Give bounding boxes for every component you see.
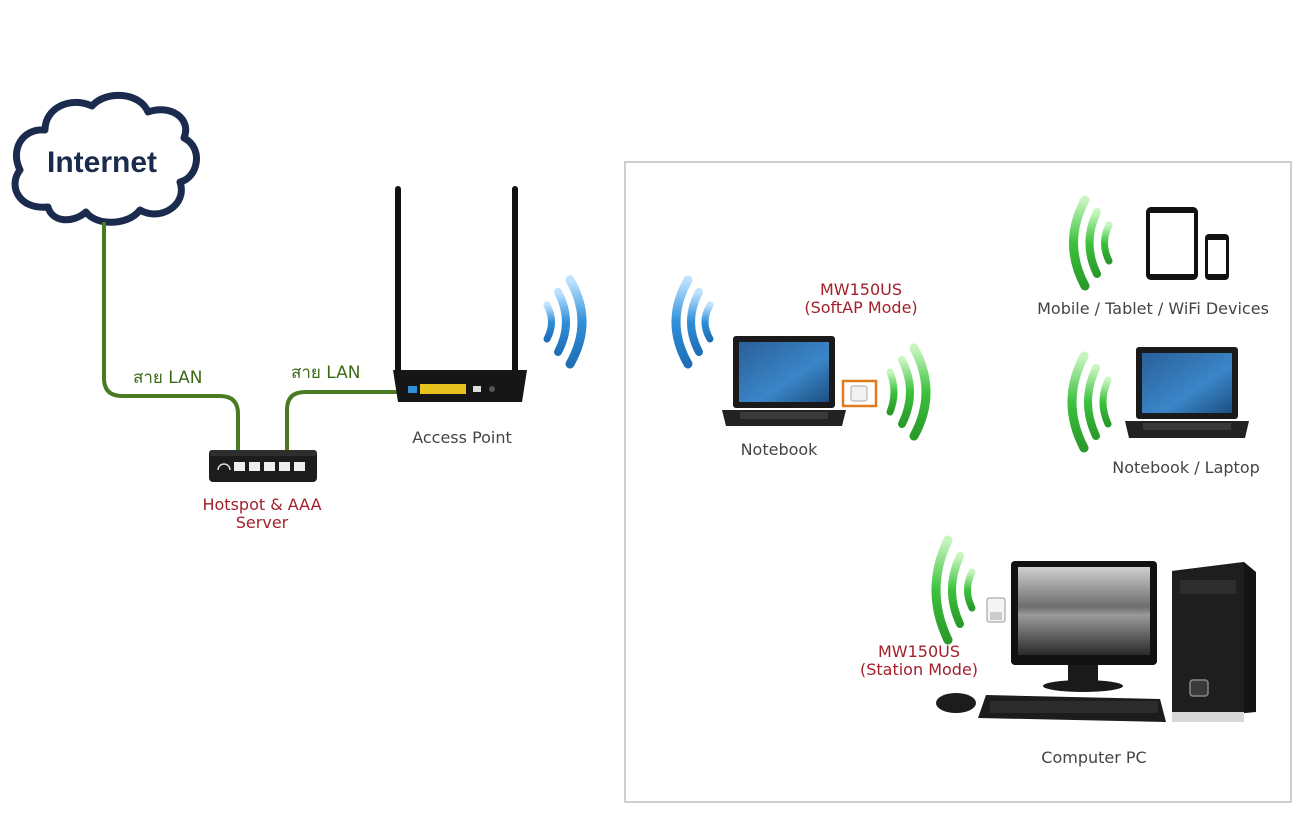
notebook-softap-signal-icon bbox=[671, 275, 714, 369]
lan-cable-internet bbox=[102, 222, 240, 462]
pc-tower-icon bbox=[1172, 562, 1256, 722]
mobile-devices-signal-icon bbox=[1069, 195, 1113, 291]
laptop-signal-icon bbox=[1067, 351, 1112, 453]
mobile-devices-label: Mobile / Tablet / WiFi Devices bbox=[1037, 299, 1269, 318]
access-point-signal-icon bbox=[543, 275, 587, 369]
access-point-icon bbox=[393, 186, 527, 402]
lan-cable-access-point bbox=[285, 390, 400, 462]
pc-monitor-icon bbox=[1011, 561, 1157, 692]
server-router-icon bbox=[209, 450, 317, 482]
lan-cable-label-2: สาย LAN bbox=[291, 363, 361, 383]
station-adapter-label: MW150US (Station Mode) bbox=[860, 643, 978, 679]
client-devices-area bbox=[624, 161, 1292, 803]
internet-cloud-icon bbox=[11, 91, 200, 226]
notebook-laptop-label: Notebook / Laptop bbox=[1112, 458, 1260, 477]
mouse-icon bbox=[936, 693, 976, 713]
tablet-icon bbox=[1146, 207, 1198, 280]
internet-label: Internet bbox=[47, 146, 158, 179]
server-label-line1: Hotspot & AAA bbox=[202, 495, 322, 514]
server-label: Hotspot & AAA Server bbox=[202, 496, 321, 532]
notebook-softap-icon bbox=[722, 336, 846, 426]
softap-adapter-label: MW150US (SoftAP Mode) bbox=[804, 281, 917, 317]
softap-adapter-model: MW150US bbox=[819, 280, 903, 299]
usb-adapter-station-icon bbox=[986, 597, 1006, 623]
usb-adapter-softap-icon bbox=[841, 379, 878, 408]
notebook-softap-label: Notebook bbox=[740, 440, 818, 459]
computer-pc-label: Computer PC bbox=[1041, 748, 1147, 767]
pc-signal-icon bbox=[931, 535, 976, 645]
laptop-icon bbox=[1125, 347, 1249, 438]
station-adapter-mode: (Station Mode) bbox=[859, 660, 979, 679]
keyboard-icon bbox=[978, 695, 1166, 722]
access-point-label: Access Point bbox=[412, 428, 512, 447]
station-adapter-model: MW150US bbox=[877, 642, 961, 661]
phone-icon bbox=[1205, 234, 1229, 280]
softap-adapter-mode: (SoftAP Mode) bbox=[804, 298, 918, 317]
usb-adapter-softap-signal-icon bbox=[886, 343, 931, 441]
server-label-line2: Server bbox=[235, 513, 289, 532]
lan-cable-label-1: สาย LAN bbox=[133, 368, 203, 388]
